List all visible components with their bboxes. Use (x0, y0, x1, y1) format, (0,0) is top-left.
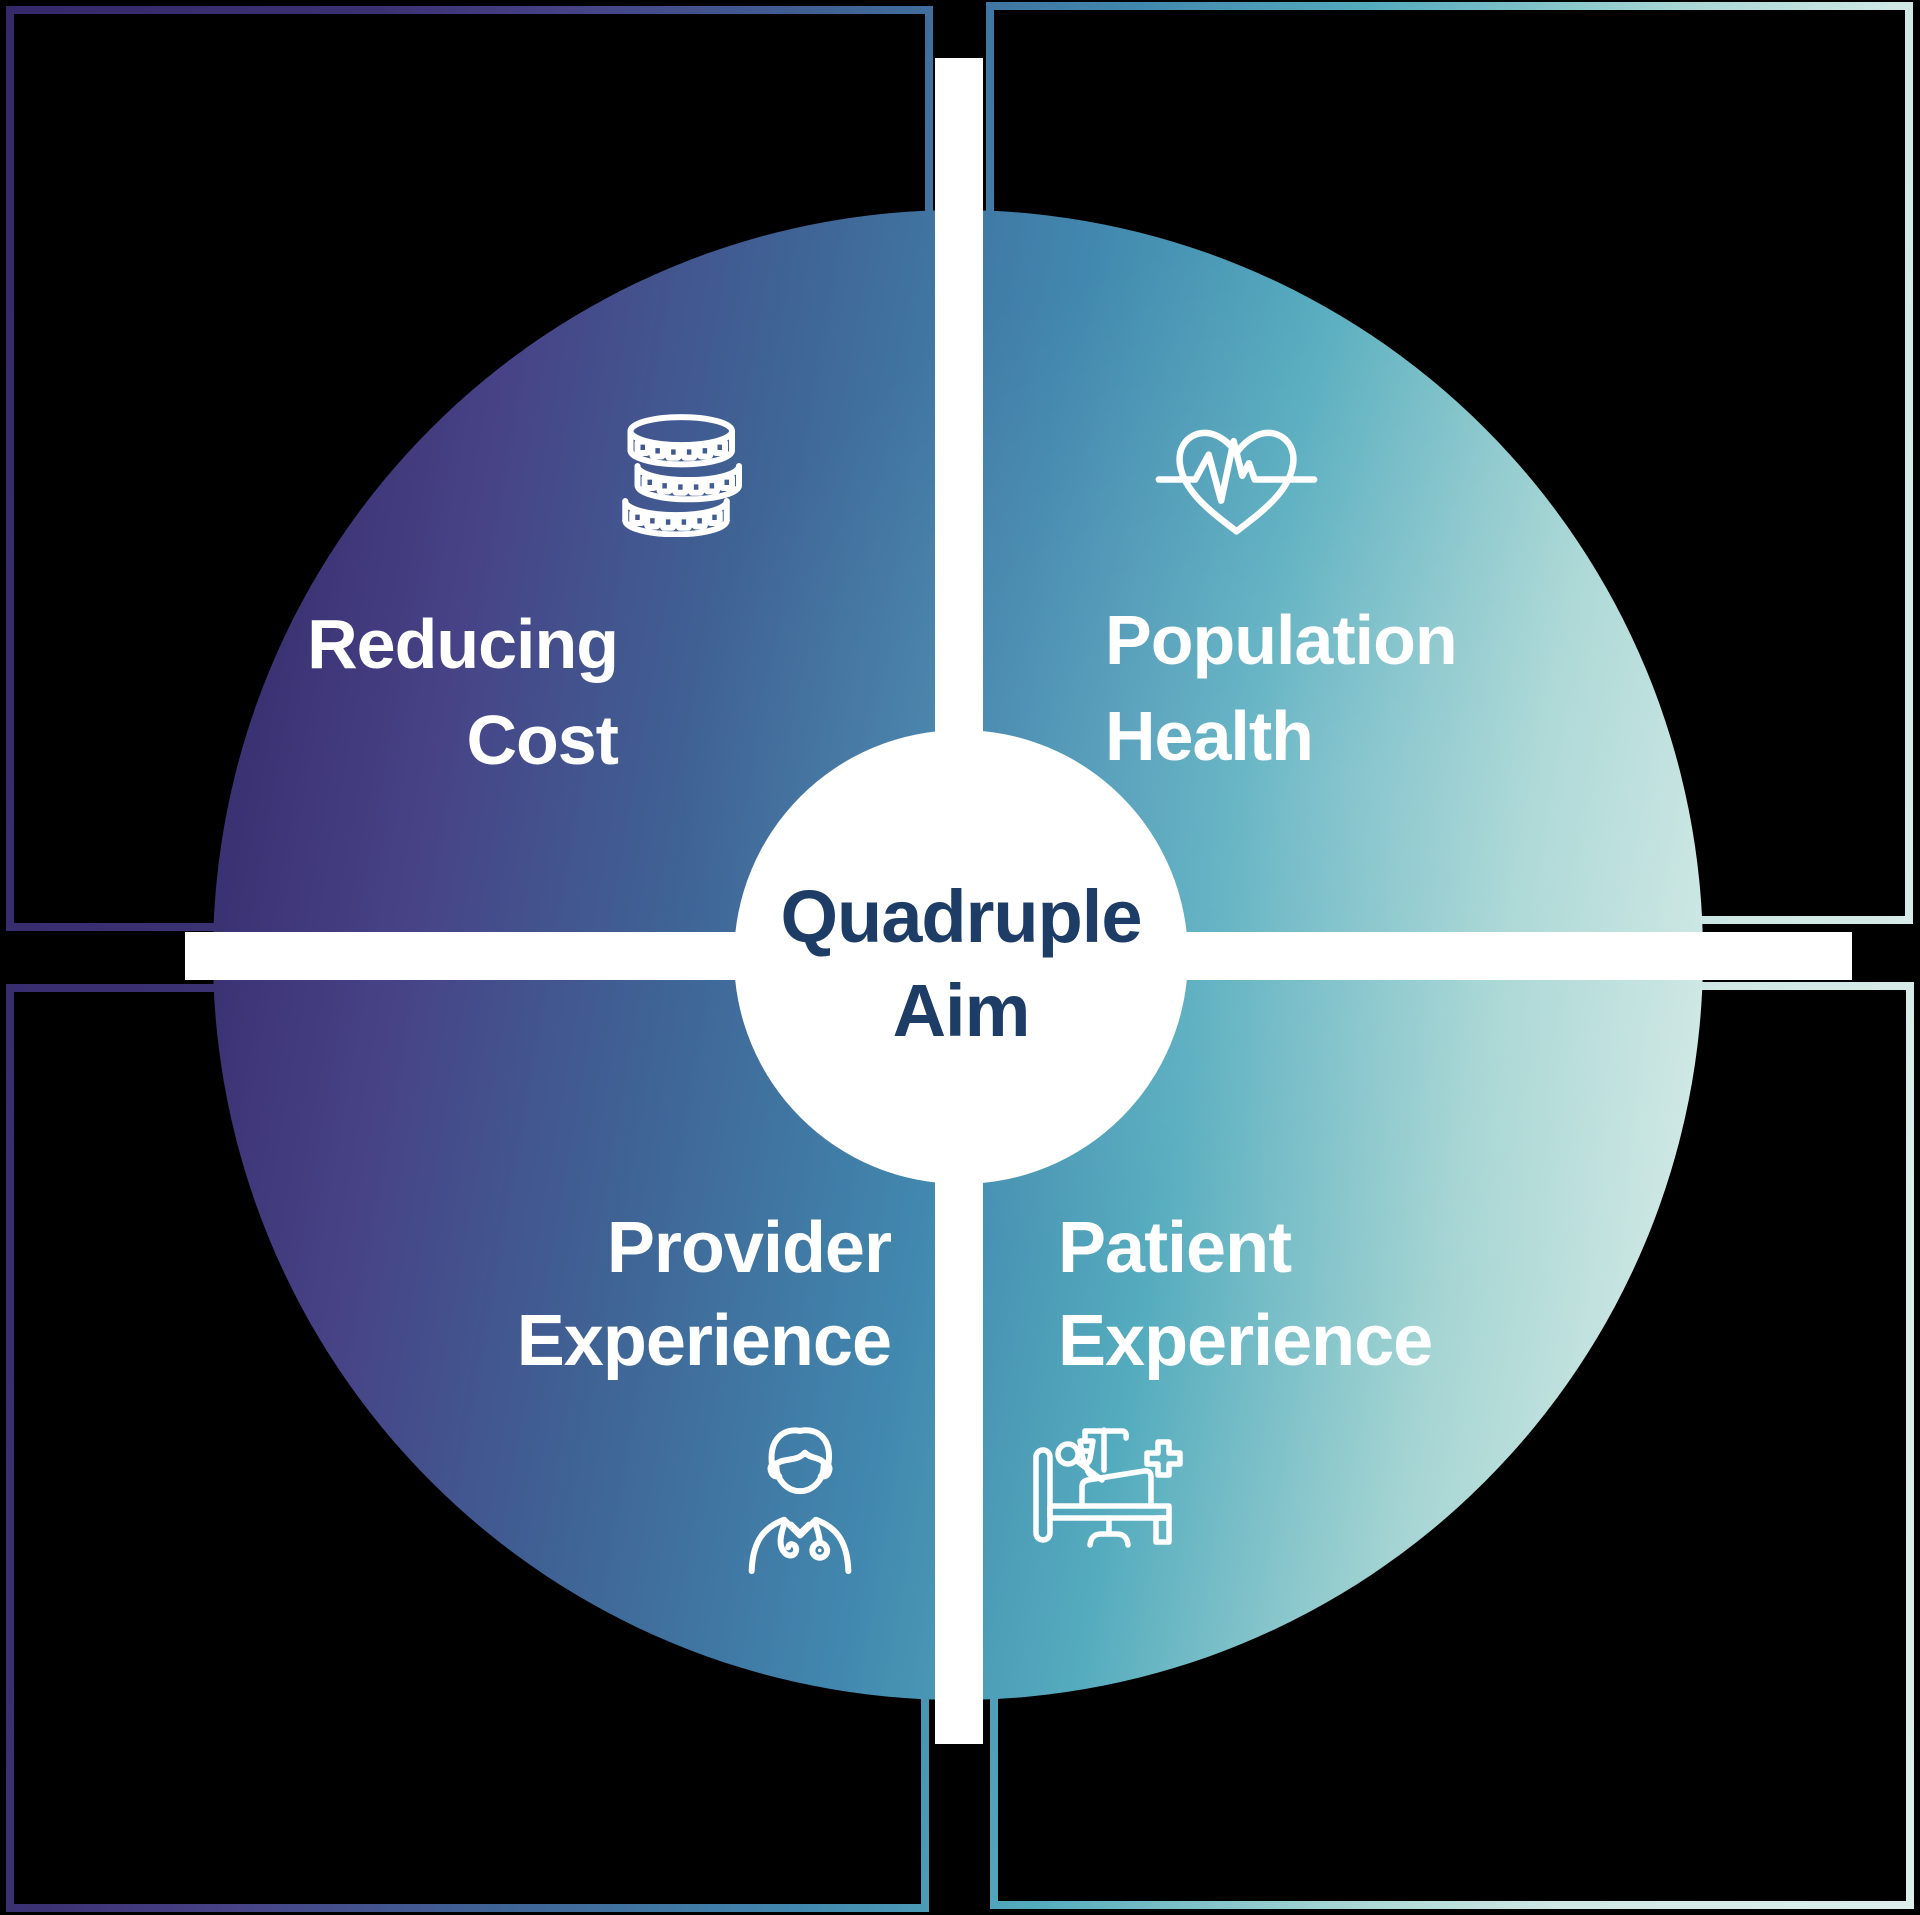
coins-icon (613, 410, 753, 537)
label-line: Population (1105, 601, 1458, 679)
label-reducing-cost: Reducing Cost (307, 596, 619, 788)
center-circle: Quadruple Aim (734, 730, 1188, 1184)
label-line: Experience (1058, 1301, 1433, 1381)
label-line: Reducing (307, 605, 619, 683)
label-line: Patient (1058, 1208, 1292, 1288)
label-population-health: Population Health (1105, 592, 1458, 784)
heart-pulse-icon (1155, 418, 1318, 543)
center-title-line: Quadruple (780, 875, 1142, 958)
label-line: Cost (466, 701, 619, 779)
label-line: Health (1105, 697, 1314, 775)
label-provider-experience: Provider Experience (516, 1202, 892, 1388)
label-line: Experience (516, 1301, 892, 1381)
center-title: Quadruple Aim (780, 870, 1142, 1058)
patient-bed-icon (1028, 1420, 1203, 1580)
label-patient-experience: Patient Experience (1058, 1202, 1433, 1388)
label-line: Provider (606, 1208, 892, 1288)
doctor-icon (726, 1424, 874, 1577)
center-title-line: Aim (892, 969, 1031, 1052)
